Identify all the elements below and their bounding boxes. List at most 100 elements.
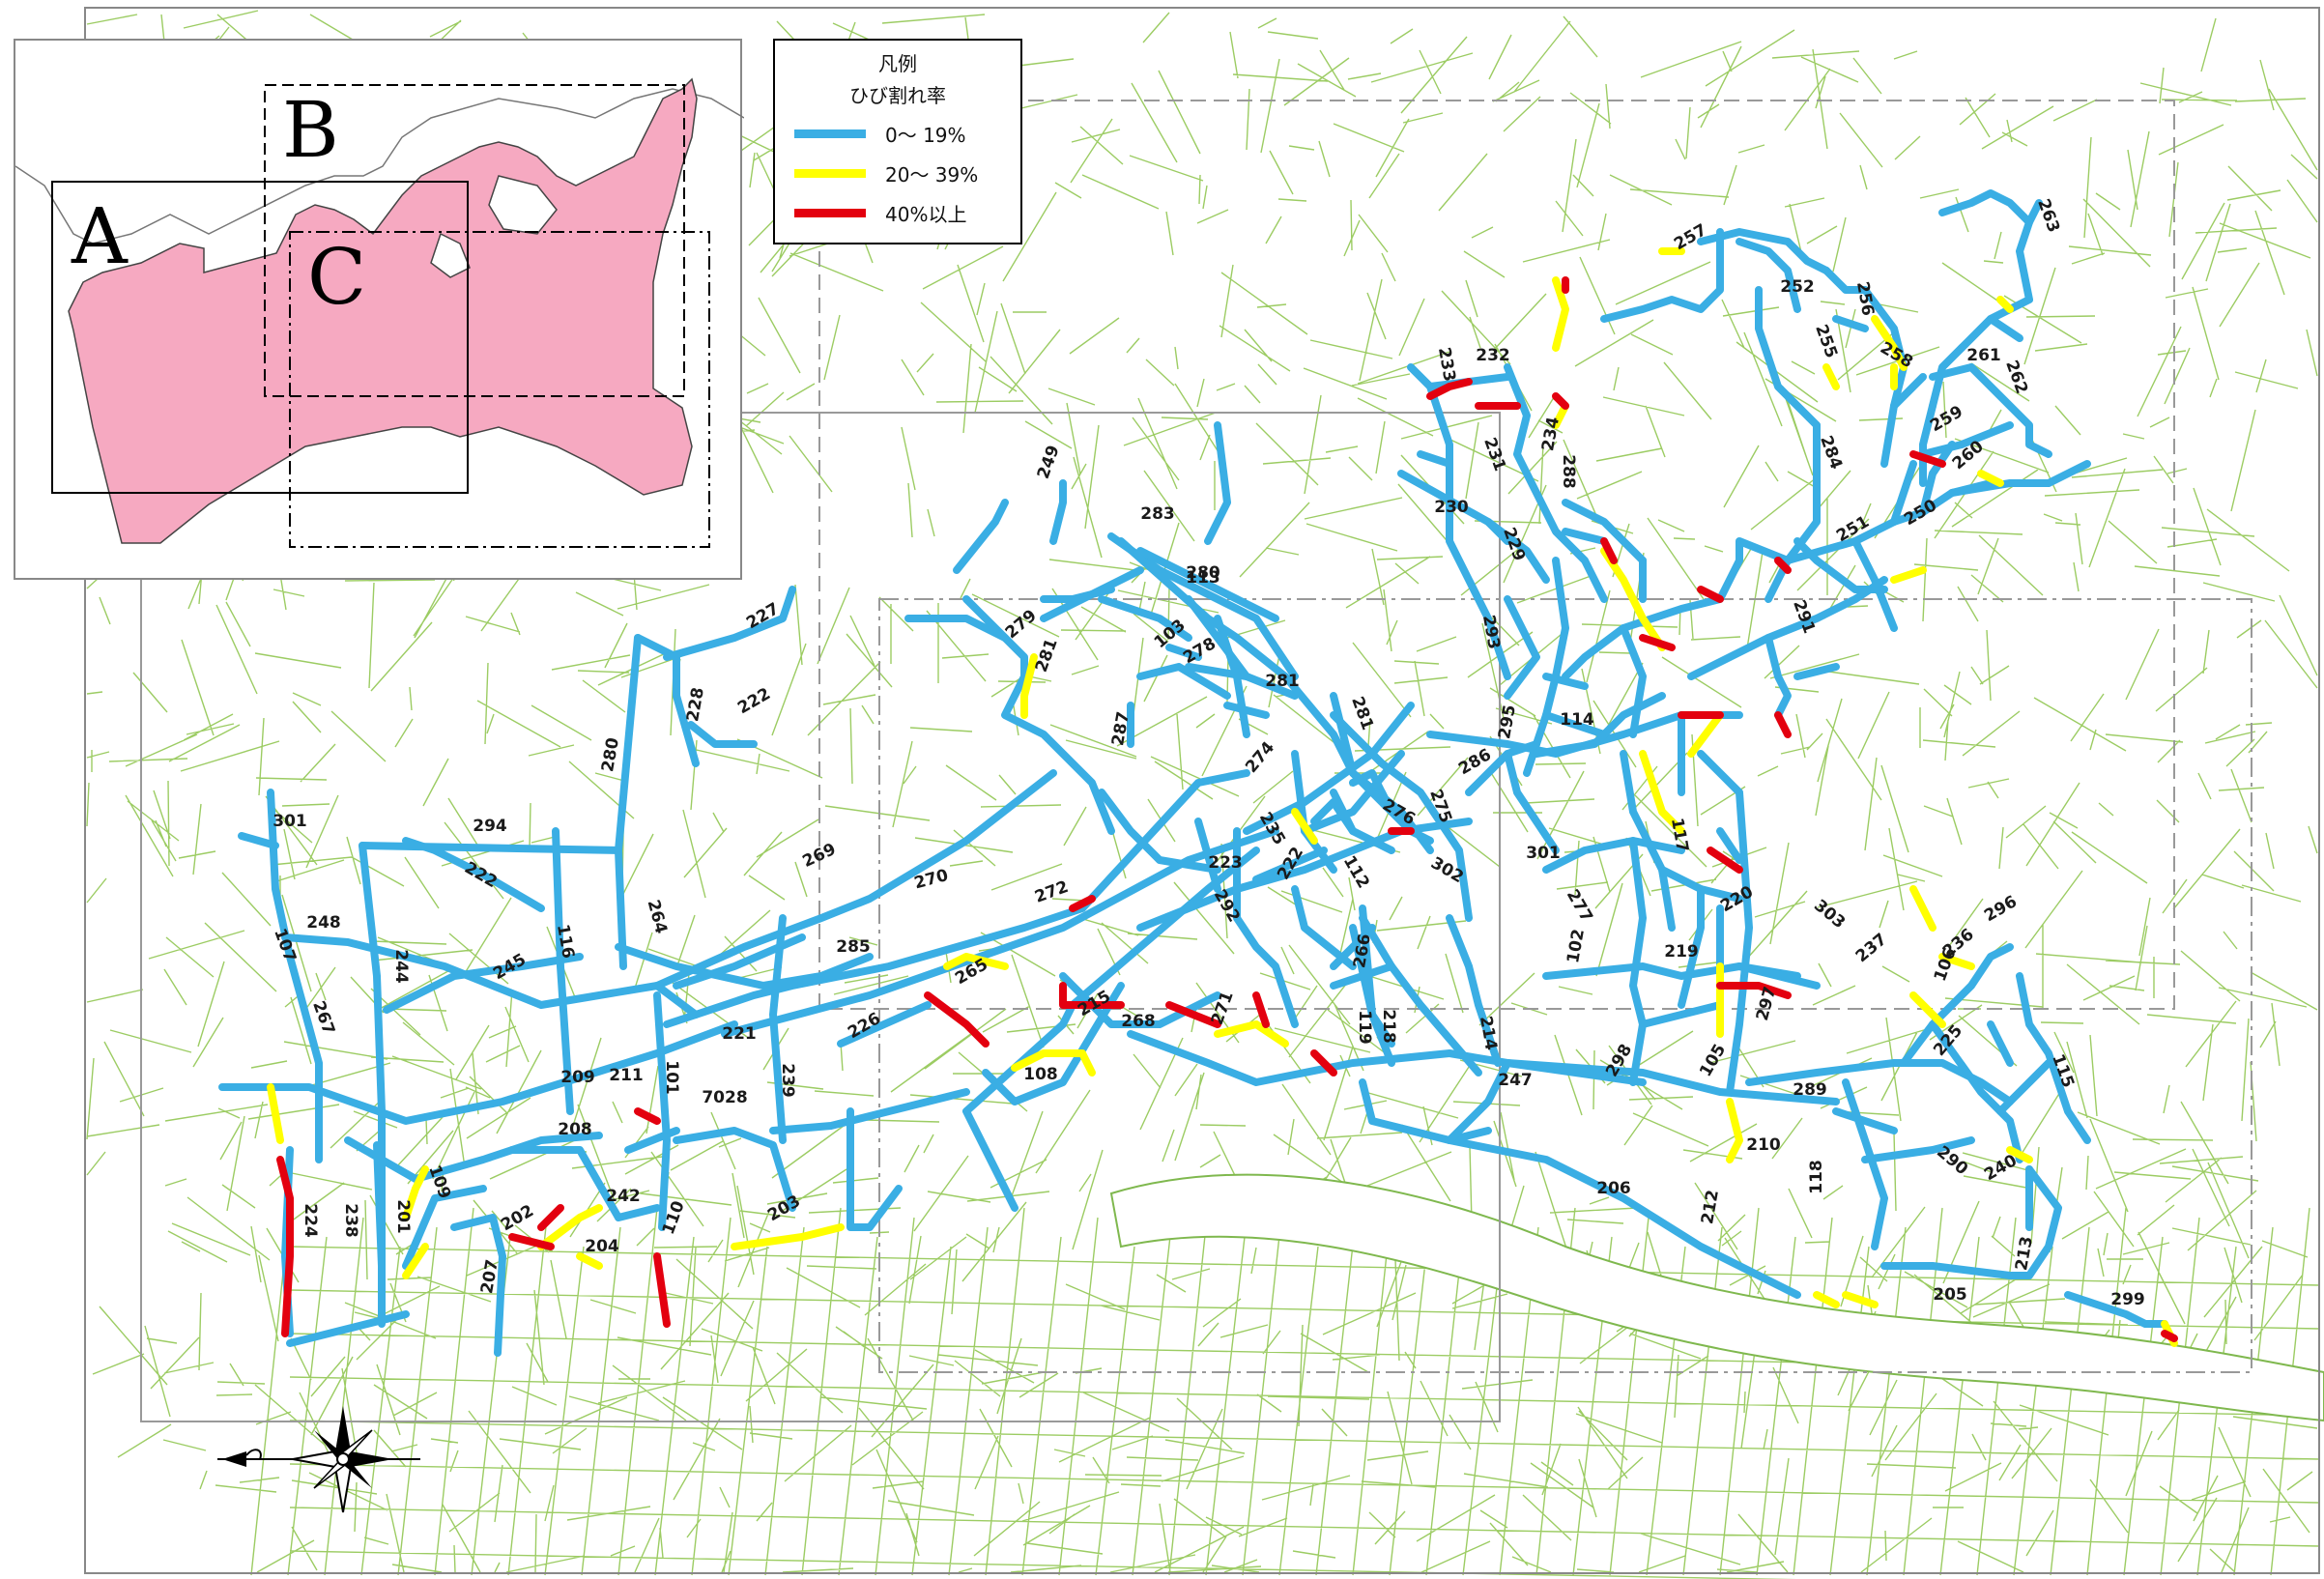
road-label-262: 262 [2001, 358, 2031, 396]
road-label-268: 268 [1121, 1012, 1156, 1031]
road-label-112: 112 [1339, 852, 1373, 892]
road-label-255: 255 [1811, 322, 1841, 360]
road-label-206: 206 [1596, 1179, 1631, 1198]
road-label-252: 252 [1780, 277, 1815, 297]
road-label-281: 281 [1265, 672, 1300, 691]
road-label-285: 285 [836, 937, 871, 957]
road-label-257: 257 [1671, 220, 1710, 254]
area-b-frame [818, 100, 2175, 1010]
legend: 凡例 ひび割れ率 0～ 19% 20～ 39% 40%以上 [773, 39, 1022, 244]
inset-letter-a: A [71, 191, 129, 281]
road-label-294: 294 [473, 817, 507, 836]
inset-frame-b [264, 84, 685, 397]
road-label-237: 237 [1852, 930, 1891, 966]
road-label-105: 105 [1696, 1041, 1730, 1080]
map-frame [84, 7, 2320, 1574]
compass-rose-icon [217, 1406, 420, 1513]
road-label-249: 249 [1034, 443, 1064, 481]
legend-item-high: 40%以上 [775, 199, 1020, 227]
road-label-226: 226 [845, 1009, 884, 1043]
legend-swatch-high [794, 209, 866, 217]
inset-bay [488, 175, 558, 235]
road-label-299: 299 [2110, 1290, 2145, 1309]
road-label-263: 263 [2033, 196, 2063, 235]
area-a-frame [140, 412, 1501, 1422]
area-c-frame [878, 598, 2252, 1373]
road-label-101: 101 [662, 1060, 681, 1095]
road-label-205: 205 [1933, 1285, 1967, 1305]
road-label-247: 247 [1498, 1071, 1533, 1090]
road-label-113: 113 [1186, 568, 1220, 588]
inset-letter-c: C [307, 232, 366, 322]
legend-swatch-mid [794, 169, 866, 178]
road-label-208: 208 [558, 1120, 592, 1139]
road-label-221: 221 [722, 1024, 757, 1044]
road-label-281: 281 [1347, 694, 1377, 732]
road-label-204: 204 [585, 1237, 619, 1256]
road-label-296: 296 [1981, 892, 2021, 926]
legend-item-low: 0～ 19% [775, 120, 1020, 148]
road-label-211: 211 [609, 1066, 644, 1085]
legend-subtitle: ひび割れ率 [849, 84, 946, 107]
road-label-214: 214 [1476, 1015, 1501, 1052]
road-label-261: 261 [1966, 346, 2001, 365]
road-label-203: 203 [764, 1191, 804, 1225]
road-label-201: 201 [393, 1199, 413, 1234]
legend-label-low: 0～ 19% [885, 124, 966, 147]
road-label-281: 281 [1032, 636, 1062, 675]
road-label-277: 277 [1563, 886, 1596, 926]
road-label-7028: 7028 [702, 1088, 747, 1107]
road-label-209: 209 [560, 1068, 595, 1087]
road-label-288: 288 [1559, 454, 1578, 489]
road-label-233: 233 [1434, 346, 1459, 383]
road-label-264: 264 [644, 898, 672, 936]
inset-inlet [430, 232, 471, 278]
river [1109, 1173, 2324, 1422]
road-label-248: 248 [306, 913, 341, 933]
inset-letter-b: B [282, 85, 339, 175]
road-label-230: 230 [1434, 498, 1469, 517]
road-label-280: 280 [1186, 563, 1220, 583]
inset-frame-c [289, 231, 710, 548]
legend-swatch-low [794, 129, 866, 138]
survey-roads [218, 189, 2178, 1357]
road-label-102: 102 [1564, 928, 1589, 964]
inset-locator-map: A B C [14, 39, 744, 580]
road-label-229: 229 [1499, 525, 1529, 563]
road-label-223: 223 [1208, 853, 1243, 873]
road-label-119: 119 [1355, 1010, 1374, 1045]
road-label-256: 256 [1852, 280, 1878, 317]
road-label-301: 301 [273, 812, 307, 831]
legend-title: 凡例 [878, 52, 917, 75]
road-label-239: 239 [778, 1063, 797, 1098]
road-label-218: 218 [1379, 1009, 1398, 1044]
road-label-114: 114 [1560, 710, 1594, 730]
road-label-224: 224 [301, 1203, 320, 1238]
road-label-301: 301 [1526, 844, 1561, 863]
road-label-210: 210 [1746, 1135, 1781, 1155]
road-label-118: 118 [1807, 1160, 1826, 1194]
road-label-245: 245 [490, 950, 530, 984]
road-label-272: 272 [1032, 877, 1071, 907]
road-label-222: 222 [734, 684, 774, 718]
road-label-244: 244 [391, 949, 411, 984]
road-label-283: 283 [1140, 504, 1175, 524]
legend-label-mid: 20～ 39% [885, 163, 979, 187]
road-label-202: 202 [498, 1201, 537, 1235]
road-label-280: 280 [598, 736, 623, 774]
inset-city-area [68, 77, 698, 544]
road-label-242: 242 [606, 1187, 641, 1206]
road-label-228: 228 [683, 686, 708, 723]
inset-frame-a [51, 181, 469, 494]
road-label-219: 219 [1664, 942, 1699, 962]
road-label-238: 238 [341, 1203, 360, 1238]
road-label-108: 108 [1023, 1065, 1058, 1084]
road-label-231: 231 [1479, 435, 1509, 474]
road-label-289: 289 [1793, 1080, 1827, 1100]
inset-coastline [15, 88, 744, 244]
road-label-297: 297 [1753, 985, 1781, 1022]
road-label-107: 107 [270, 926, 300, 964]
legend-label-high: 40%以上 [885, 203, 967, 226]
legend-item-mid: 20～ 39% [775, 159, 1020, 187]
